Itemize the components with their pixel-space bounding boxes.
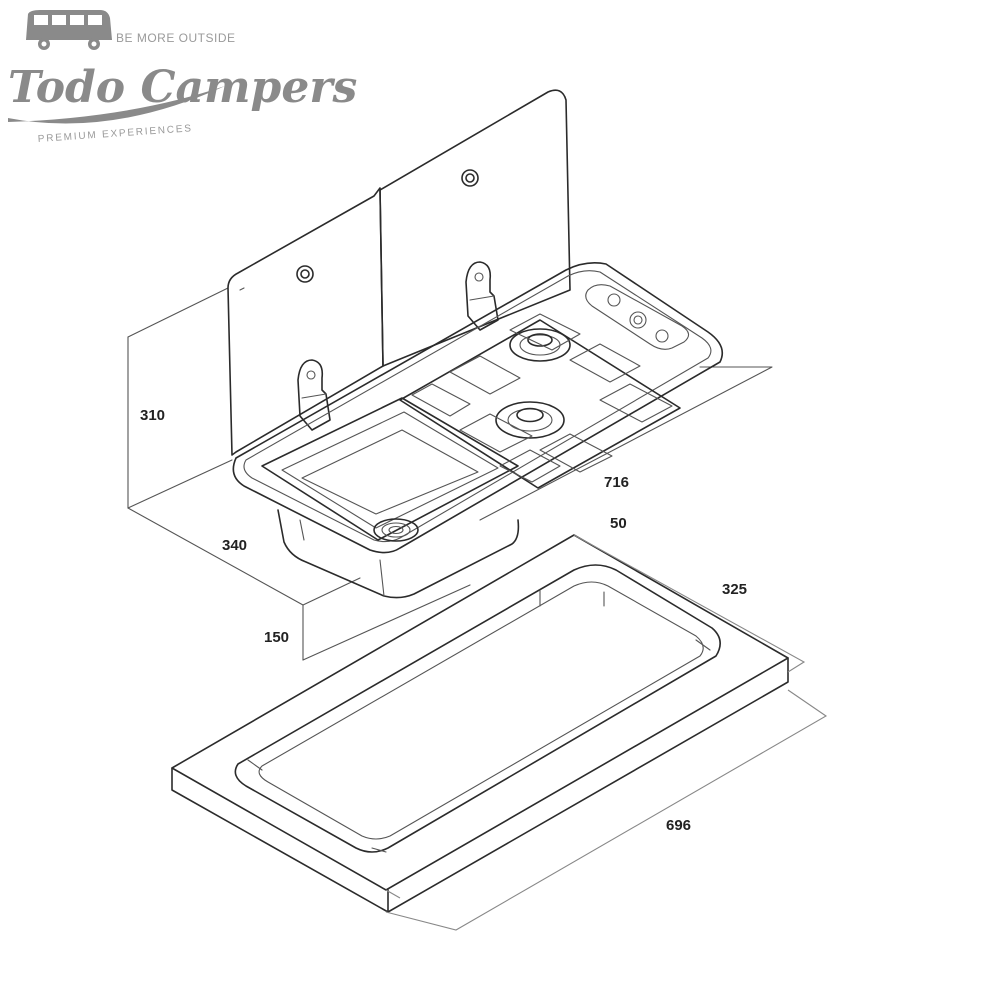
logo-swoosh (8, 86, 225, 124)
dim-rim-50: 50 (610, 515, 627, 532)
logo-tagline-top: BE MORE OUTSIDE (116, 31, 236, 45)
dim-cutout-325: 325 (722, 581, 747, 598)
dim-cutout-696: 696 (666, 817, 691, 834)
sink-hob-body (232, 262, 724, 554)
gas-hob (399, 313, 681, 489)
bounding-box-lines (127, 287, 773, 661)
dim-depth-340: 340 (222, 537, 247, 554)
sink-bowl (261, 397, 520, 599)
dim-bowl-150: 150 (264, 629, 289, 646)
todo-campers-logo: BE MORE OUTSIDE Todo Campers PREMIUM EXP… (8, 10, 357, 145)
cutout-frame (171, 534, 828, 931)
dim-width-716: 716 (604, 474, 629, 491)
hinge-left (297, 359, 331, 431)
glass-lid-left (227, 187, 384, 456)
logo-tagline-bottom: PREMIUM EXPERIENCES (37, 123, 193, 145)
van-icon (26, 10, 112, 50)
hinge-right (465, 261, 499, 331)
dimension-labels: 310 340 716 50 325 150 696 (140, 407, 747, 834)
glass-lid-right (379, 89, 571, 367)
dim-height-310: 310 (140, 407, 165, 424)
logo-brand-text: Todo Campers (8, 62, 357, 113)
